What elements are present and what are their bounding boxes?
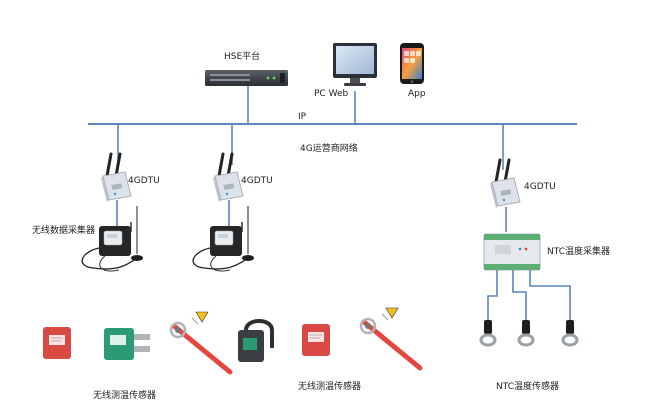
wireless-sensor-1-label: 无线测温传感器 [93, 391, 157, 401]
wireless-collector-1-icon [81, 205, 144, 272]
hse-platform-label: HSE平台 [224, 52, 261, 62]
ntc-collector-label: NTC温度采集器 [547, 247, 610, 257]
wireless-collector-2-icon [192, 205, 255, 272]
wireless-sensor-2-label: 无线测温传感器 [298, 382, 362, 392]
strap-sensor-1-icon [171, 312, 230, 372]
dtu-3-icon [488, 158, 522, 210]
dark-clamp-sensor-icon [238, 319, 274, 362]
ntc-probe-1-icon [479, 298, 497, 347]
ntc-probe-1-wire [487, 270, 498, 300]
ip-label: IP [298, 112, 307, 122]
ntc-sensor-label: NTC温度传感器 [496, 382, 559, 392]
dtu-2-icon [211, 152, 245, 204]
strap-sensor-2-icon [361, 308, 420, 368]
app-label: App [408, 89, 426, 99]
green-sensor-clamp-icon [104, 328, 150, 360]
network-label: 4G运营商网络 [300, 144, 358, 154]
pc-monitor-icon [333, 43, 377, 124]
dtu-1-label: 4GDTU [128, 176, 160, 186]
ntc-probe-2-wire [512, 270, 527, 300]
wireless-collector-label: 无线数据采集器 [32, 226, 96, 236]
hse-server-icon [205, 70, 288, 124]
dtu-2-label: 4GDTU [241, 176, 273, 186]
ntc-probe-3-icon [561, 298, 579, 347]
dtu-3-label: 4GDTU [524, 182, 556, 192]
red-sensor-box-2-icon [301, 323, 331, 357]
ntc-probe-2-icon [517, 298, 535, 347]
red-sensor-box-1-icon [42, 326, 72, 360]
smartphone-icon [400, 43, 424, 84]
ntc-collector-icon [483, 233, 541, 271]
dtu-1-icon [99, 152, 133, 204]
ntc-probe-3-wire [529, 270, 571, 300]
pc-web-label: PC Web [314, 89, 349, 99]
